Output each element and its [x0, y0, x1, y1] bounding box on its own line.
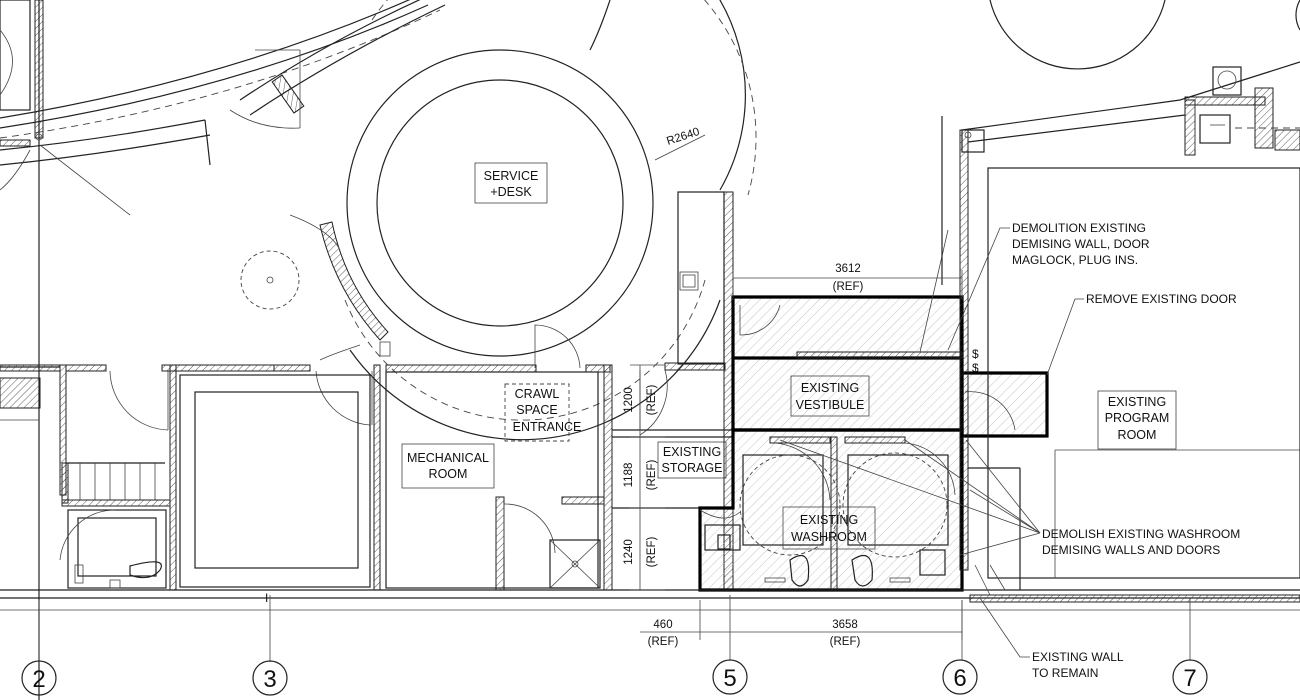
service-desk-label-1: SERVICE — [484, 169, 539, 183]
dim-v2-ref: (REF) — [646, 460, 658, 491]
note-demo-wall-3: MAGLOCK, PLUG INS. — [1012, 253, 1138, 267]
crawl-label-2: SPACE — [516, 403, 557, 417]
outlet-symbol-2: $ — [972, 361, 979, 375]
dim-br-value: 3658 — [832, 619, 858, 631]
grid-lines: 2 I 3 5 6 7 — [21, 591, 1208, 696]
dim-v1-value: 1200 — [623, 387, 635, 413]
dim-bl-value: 460 — [653, 619, 672, 631]
callouts: DEMOLITION EXISTING DEMISING WALL, DOOR … — [779, 221, 1240, 680]
service-desk-label-2: +DESK — [490, 185, 532, 199]
column-symbol — [240, 250, 300, 310]
crawl-label-1: CRAWL — [515, 387, 560, 401]
program-label-2: PROGRAM — [1105, 411, 1170, 425]
note-demo-wall-1: DEMOLITION EXISTING — [1012, 221, 1146, 235]
demolition-zone: EXISTING VESTIBULE EXISTING WASHROOM — [698, 229, 1049, 592]
svg-text:I: I — [265, 591, 268, 605]
storage-label-1: EXISTING — [663, 445, 721, 459]
grid-label-5: 5 — [723, 665, 736, 692]
outlet-symbol: $ — [972, 347, 979, 361]
note-demo-wall-2: DEMISING WALL, DOOR — [1012, 237, 1150, 251]
dimensions: 3612 (REF) 460 (REF) 3658 (REF) 1200 (RE… — [623, 263, 963, 648]
note-demo-washroom-1: DEMOLISH EXISTING WASHROOM — [1042, 527, 1240, 541]
program-label-3: ROOM — [1118, 428, 1157, 442]
grid-label-6: 6 — [953, 665, 966, 692]
dim-top-value: 3612 — [835, 263, 861, 275]
curved-counter — [229, 0, 446, 129]
vestibule-label-1: EXISTING — [801, 381, 859, 395]
program-label-1: EXISTING — [1108, 395, 1166, 409]
dim-v1-ref: (REF) — [646, 385, 658, 416]
washroom-label-1: EXISTING — [800, 513, 858, 527]
grid-label-7: 7 — [1183, 665, 1196, 692]
crawl-label-3: ENTRANCE — [513, 420, 582, 434]
left-rooms — [0, 364, 381, 591]
service-desk: SERVICE +DESK R2640 — [289, 0, 757, 441]
washroom-label-2: WASHROOM — [791, 530, 867, 544]
vestibule-label-2: VESTIBULE — [796, 398, 865, 412]
grid-label-3: 3 — [263, 666, 276, 693]
top-right-circle — [989, 0, 1166, 70]
note-existing-wall-2: TO REMAIN — [1032, 666, 1098, 680]
dim-v2-value: 1188 — [623, 463, 635, 488]
mechanical-label-2: ROOM — [429, 467, 468, 481]
exterior-wall — [0, 564, 1300, 611]
dim-bl-ref: (REF) — [648, 636, 679, 648]
program-room: EXISTING PROGRAM ROOM $ $ — [941, 0, 1300, 590]
mechanical-room: MECHANICAL ROOM CRAWL SPACE ENTRANCE — [385, 324, 613, 591]
dim-v3-value: 1240 — [623, 539, 635, 565]
storage-label-2: STORAGE — [662, 461, 723, 475]
grid-label-2: 2 — [32, 666, 45, 693]
note-demo-washroom-2: DEMISING WALLS AND DOORS — [1042, 543, 1220, 557]
curved-walkway — [0, 0, 441, 700]
dim-br-ref: (REF) — [830, 636, 861, 648]
radius-label: R2640 — [665, 126, 701, 148]
note-remove-door: REMOVE EXISTING DOOR — [1086, 292, 1237, 306]
mechanical-label-1: MECHANICAL — [407, 451, 489, 465]
dim-top-ref: (REF) — [833, 281, 864, 293]
note-existing-wall-1: EXISTING WALL — [1032, 650, 1124, 664]
dim-v3-ref: (REF) — [646, 537, 658, 568]
